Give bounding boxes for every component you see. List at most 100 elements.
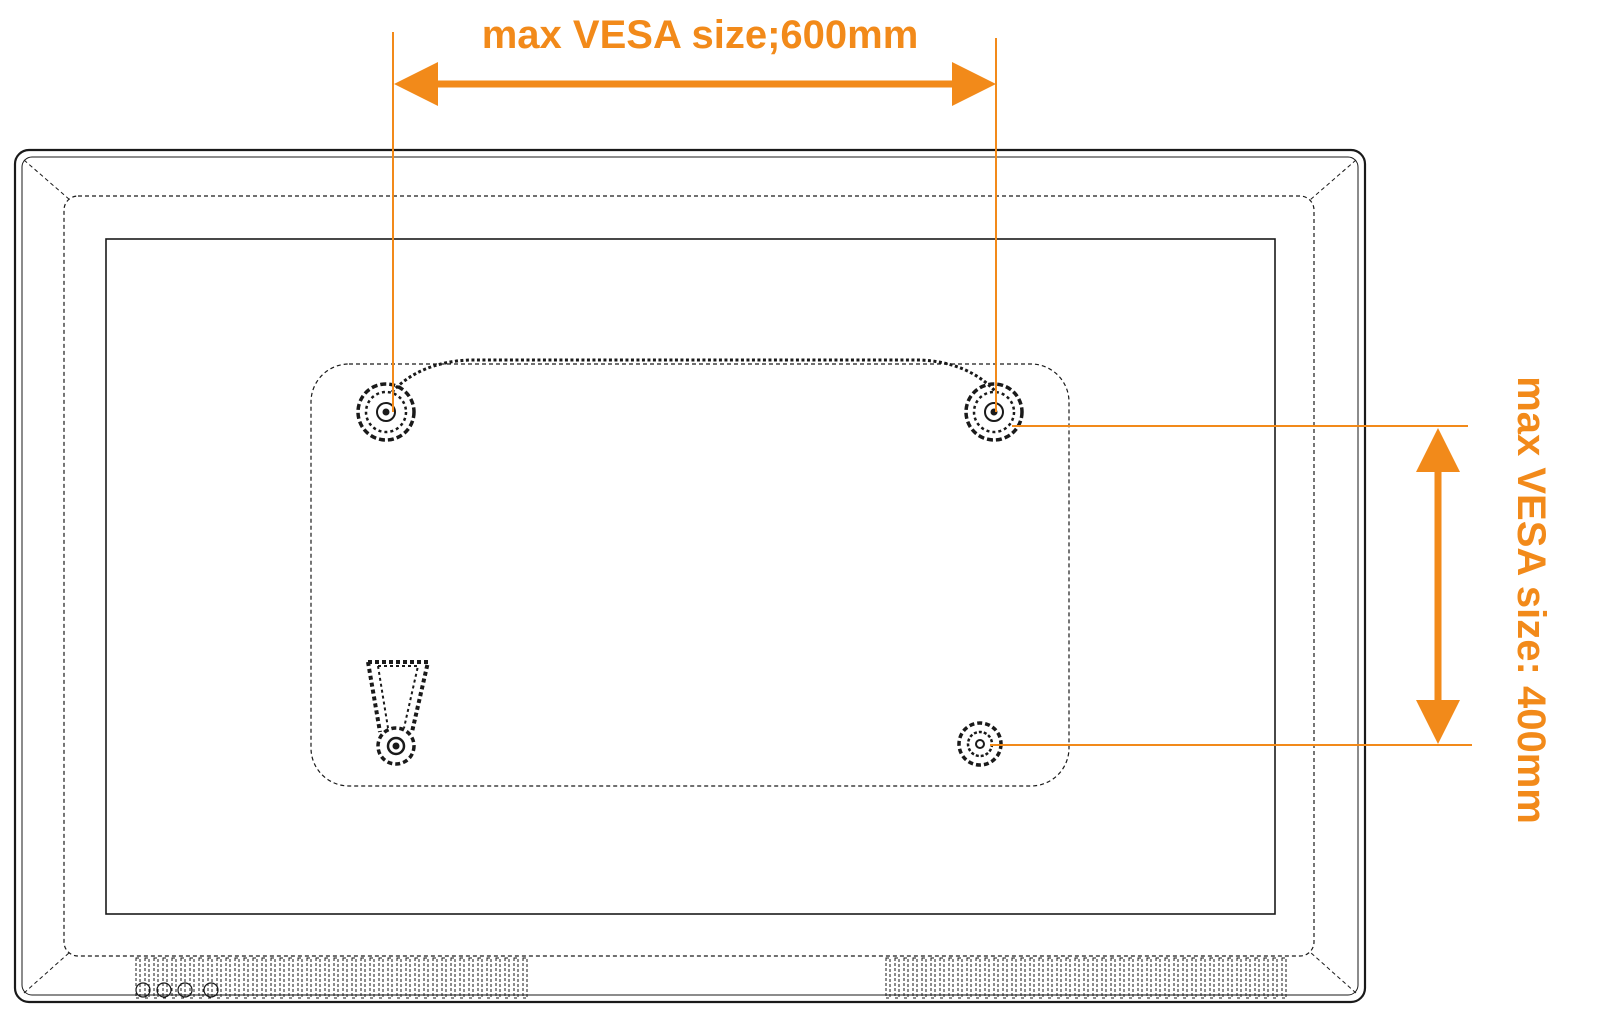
threaded-insert-icon xyxy=(356,382,416,442)
mount-point-top-right xyxy=(964,382,1024,442)
horizontal-dimension-label: max VESA size;600mm xyxy=(482,13,919,57)
monitor-dashed-bevel xyxy=(63,195,1315,957)
speaker-slot xyxy=(894,957,900,999)
speaker-slot xyxy=(1056,957,1062,999)
speaker-slot xyxy=(1092,957,1098,999)
speaker-slot xyxy=(387,957,393,999)
speaker-slot xyxy=(207,957,213,999)
control-button-icon xyxy=(203,982,219,998)
speaker-slot xyxy=(1164,957,1170,999)
mounting-plate-outline xyxy=(310,363,1070,787)
speaker-slot xyxy=(1137,957,1143,999)
speaker-slot xyxy=(225,957,231,999)
speaker-slot xyxy=(243,957,249,999)
speaker-grille-left xyxy=(135,957,528,999)
speaker-slot xyxy=(522,957,528,999)
speaker-slot xyxy=(1119,957,1125,999)
speaker-slot xyxy=(939,957,945,999)
speaker-slot xyxy=(1272,957,1278,999)
speaker-slot xyxy=(1110,957,1116,999)
dimension-guides xyxy=(392,32,1472,746)
speaker-slot xyxy=(135,957,141,999)
bevel-corner-bl xyxy=(23,951,71,994)
speaker-slot xyxy=(423,957,429,999)
speaker-slot xyxy=(1227,957,1233,999)
speaker-slot xyxy=(333,957,339,999)
speaker-slot xyxy=(369,957,375,999)
speaker-slot xyxy=(921,957,927,999)
mount-point-top-left xyxy=(356,382,416,442)
vertical-arrowhead-bottom xyxy=(1416,700,1460,744)
monitor-outer-frame xyxy=(13,148,1367,1004)
speaker-slot xyxy=(162,957,168,999)
keyhole-slot xyxy=(366,660,431,766)
speaker-slot xyxy=(1128,957,1134,999)
speaker-slot xyxy=(252,957,258,999)
speaker-slot xyxy=(1209,957,1215,999)
speaker-slot xyxy=(930,957,936,999)
speaker-slot xyxy=(975,957,981,999)
speaker-slot xyxy=(1083,957,1089,999)
plate-top-arc xyxy=(390,358,998,394)
speaker-slot xyxy=(459,957,465,999)
speaker-slot xyxy=(1155,957,1161,999)
speaker-slot xyxy=(171,957,177,999)
speaker-slot xyxy=(1029,957,1035,999)
speaker-slot xyxy=(1002,957,1008,999)
speaker-slot xyxy=(1074,957,1080,999)
speaker-slot xyxy=(1245,957,1251,999)
bevel-corner-tr xyxy=(1309,159,1357,201)
speaker-slot xyxy=(1020,957,1026,999)
speaker-slot xyxy=(324,957,330,999)
speaker-slot xyxy=(957,957,963,999)
speaker-slot xyxy=(885,957,891,999)
speaker-slot xyxy=(153,957,159,999)
threaded-insert-icon xyxy=(964,382,1024,442)
speaker-slot xyxy=(234,957,240,999)
speaker-slot xyxy=(1236,957,1242,999)
speaker-slot xyxy=(984,957,990,999)
speaker-slot xyxy=(414,957,420,999)
speaker-slot xyxy=(477,957,483,999)
control-button-icon xyxy=(135,982,151,998)
speaker-slot xyxy=(1191,957,1197,999)
speaker-slot xyxy=(513,957,519,999)
speaker-slot xyxy=(1101,957,1107,999)
control-buttons xyxy=(135,982,219,998)
speaker-slot xyxy=(288,957,294,999)
speaker-slot xyxy=(360,957,366,999)
bevel-corner-tl xyxy=(23,159,71,201)
speaker-slot xyxy=(1254,957,1260,999)
speaker-slot xyxy=(486,957,492,999)
speaker-slot xyxy=(378,957,384,999)
speaker-slot xyxy=(1047,957,1053,999)
back-panel xyxy=(105,238,1276,915)
speaker-slot xyxy=(189,957,195,999)
control-button-icon xyxy=(177,982,193,998)
speaker-slot xyxy=(450,957,456,999)
speaker-slot xyxy=(504,957,510,999)
speaker-slot xyxy=(315,957,321,999)
speaker-slot xyxy=(1200,957,1206,999)
control-button-icon xyxy=(156,982,172,998)
bevel-corner-br xyxy=(1309,951,1357,994)
speaker-slot xyxy=(912,957,918,999)
monitor-back xyxy=(13,148,1367,1004)
speaker-slot xyxy=(351,957,357,999)
speaker-slot xyxy=(1065,957,1071,999)
vertical-arrowhead-top xyxy=(1416,428,1460,472)
speaker-slot xyxy=(1218,957,1224,999)
speaker-slot xyxy=(1263,957,1269,999)
horizontal-arrowhead-left xyxy=(394,62,438,106)
speaker-slot xyxy=(903,957,909,999)
speaker-slot xyxy=(297,957,303,999)
keyhole-slot-icon xyxy=(366,660,431,733)
speaker-slot xyxy=(270,957,276,999)
speaker-slot xyxy=(1281,957,1287,999)
speaker-slot xyxy=(1173,957,1179,999)
speaker-slot xyxy=(405,957,411,999)
speaker-slot xyxy=(993,957,999,999)
speaker-slot xyxy=(441,957,447,999)
speaker-slot xyxy=(306,957,312,999)
